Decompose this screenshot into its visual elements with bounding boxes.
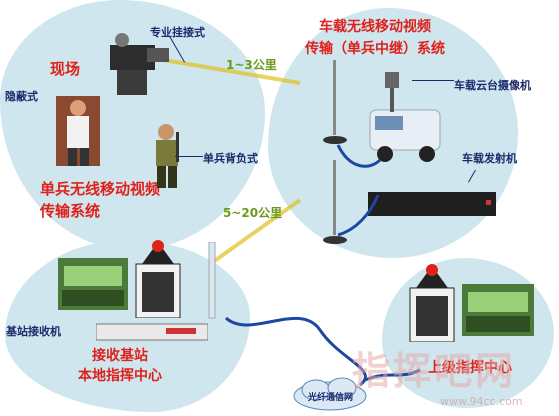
watermark-text: 指挥吧网 [352,349,517,393]
control-room-image [58,258,128,310]
remote-building-image [409,264,455,342]
hidden-person-image [56,96,100,166]
transmitter-unit [368,192,496,216]
scene-system-title: 单兵无线移动视频 传输系统 [40,180,161,220]
remote-room-image [462,284,534,336]
distance-far: 5~20公里 [223,206,283,220]
ptz-leader [412,80,454,81]
vehicle-cables [336,144,382,237]
antenna-top [323,60,347,144]
soldier-label: 单兵背负式 [203,152,258,165]
remote-center-title: 上级指挥中心 [428,360,512,376]
scene-region [0,0,265,250]
base-station-title: 接收基站 本地指挥中心 [78,348,162,384]
base-antenna [208,242,216,319]
soldier-image [156,124,179,188]
vehicle-image [369,72,441,162]
fiber-network-label: 光纤通信网 [308,393,354,403]
scene-label: 现场 [50,60,81,78]
camera-operator-image [110,33,169,95]
watermark-url: www.94cc.com [440,395,523,408]
distance-near: 1~3公里 [226,58,277,72]
tx-label: 车载发射机 [462,152,517,165]
vehicle-system-title: 车载无线移动视频 传输（单兵中继）系统 [305,19,445,57]
antenna-bottom [323,160,347,244]
fiber-network-cloud [293,377,367,411]
hidden-label: 隐蔽式 [5,90,38,103]
pro-label: 专业挂接式 [150,26,205,39]
receiver-unit [96,323,208,341]
ptz-camera-label: 车载云台摄像机 [454,79,531,92]
receiver-label: 基站接收机 [6,325,61,338]
soldier-leader [175,156,203,157]
building-image [135,240,181,318]
